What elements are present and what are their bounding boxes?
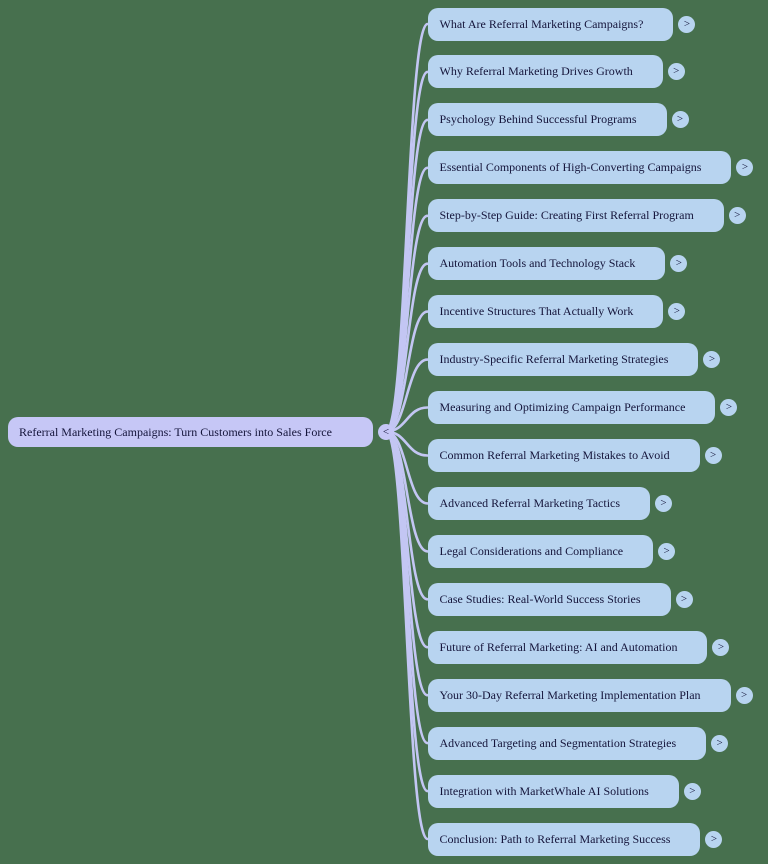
topic-row: Why Referral Marketing Drives Growth> [427, 55, 685, 89]
expand-button[interactable]: > [704, 447, 722, 464]
topic-row: Measuring and Optimizing Campaign Perfor… [427, 391, 738, 424]
topic-node[interactable]: Automation Tools and Technology Stack [427, 247, 666, 281]
topic-node[interactable]: Incentive Structures That Actually Work [427, 295, 664, 329]
expand-button[interactable]: > [736, 159, 754, 177]
collapse-button[interactable]: < [378, 424, 394, 440]
expand-button[interactable]: > [703, 351, 721, 369]
topic-row: Psychology Behind Successful Programs> [427, 103, 689, 137]
expand-button[interactable]: > [683, 782, 701, 800]
topic-node[interactable]: What Are Referral Marketing Campaigns? [427, 7, 674, 41]
topic-node[interactable]: Integration with MarketWhale AI Solution… [427, 774, 679, 808]
topic-row: Automation Tools and Technology Stack> [427, 247, 688, 281]
topic-node[interactable]: Psychology Behind Successful Programs [427, 103, 667, 137]
topic-node[interactable]: Legal Considerations and Compliance [427, 534, 654, 568]
connector-line [384, 430, 429, 841]
topic-row: Future of Referral Marketing: AI and Aut… [427, 630, 730, 664]
topic-node[interactable]: Conclusion: Path to Referral Marketing S… [427, 822, 701, 856]
root-topic-node[interactable]: Referral Marketing Campaigns: Turn Custo… [8, 417, 373, 447]
topic-row: Incentive Structures That Actually Work> [427, 295, 686, 329]
expand-button[interactable]: > [711, 734, 729, 752]
expand-button[interactable]: > [667, 63, 685, 81]
expand-button[interactable]: > [735, 686, 753, 704]
topic-row: Advanced Targeting and Segmentation Stra… [427, 726, 729, 760]
expand-button[interactable]: > [705, 830, 723, 848]
topic-row: Conclusion: Path to Referral Marketing S… [427, 822, 723, 856]
topic-row: Legal Considerations and Compliance> [427, 534, 676, 568]
topic-node[interactable]: Essential Components of High-Converting … [427, 151, 732, 185]
topic-node[interactable]: Why Referral Marketing Drives Growth [427, 55, 663, 89]
expand-button[interactable]: > [671, 111, 689, 129]
expand-button[interactable]: > [675, 590, 693, 608]
connector-line [384, 430, 429, 745]
topic-node[interactable]: Advanced Referral Marketing Tactics [427, 486, 651, 520]
expand-button[interactable]: > [712, 638, 730, 656]
expand-button[interactable]: > [658, 542, 676, 560]
topic-node[interactable]: Measuring and Optimizing Campaign Perfor… [427, 391, 716, 424]
topic-node[interactable]: Step-by-Step Guide: Creating First Refer… [427, 199, 724, 233]
topic-node[interactable]: Future of Referral Marketing: AI and Aut… [427, 630, 708, 664]
expand-button[interactable]: > [728, 207, 746, 225]
topic-row: Essential Components of High-Converting … [427, 151, 754, 185]
topic-row: Your 30-Day Referral Marketing Implement… [427, 678, 753, 712]
expand-button[interactable]: > [668, 303, 686, 321]
topic-node[interactable]: Case Studies: Real-World Success Stories [427, 582, 671, 616]
topic-row: What Are Referral Marketing Campaigns?> [427, 7, 696, 41]
topic-row: Step-by-Step Guide: Creating First Refer… [427, 199, 746, 233]
topic-node[interactable]: Industry-Specific Referral Marketing Str… [427, 343, 699, 377]
connector-line [384, 118, 429, 433]
topic-node[interactable]: Advanced Targeting and Segmentation Stra… [427, 726, 707, 760]
expand-button[interactable]: > [670, 255, 688, 273]
expand-button[interactable]: > [720, 399, 738, 416]
topic-row: Industry-Specific Referral Marketing Str… [427, 343, 721, 377]
topic-node[interactable]: Common Referral Marketing Mistakes to Av… [427, 439, 700, 472]
topic-row: Integration with MarketWhale AI Solution… [427, 774, 701, 808]
topic-row: Advanced Referral Marketing Tactics> [427, 486, 673, 520]
expand-button[interactable]: > [678, 15, 696, 33]
root-group: Referral Marketing Campaigns: Turn Custo… [8, 417, 394, 447]
topic-row: Common Referral Marketing Mistakes to Av… [427, 439, 722, 472]
topic-row: Case Studies: Real-World Success Stories… [427, 582, 693, 616]
topic-node[interactable]: Your 30-Day Referral Marketing Implement… [427, 678, 731, 712]
expand-button[interactable]: > [655, 494, 673, 512]
